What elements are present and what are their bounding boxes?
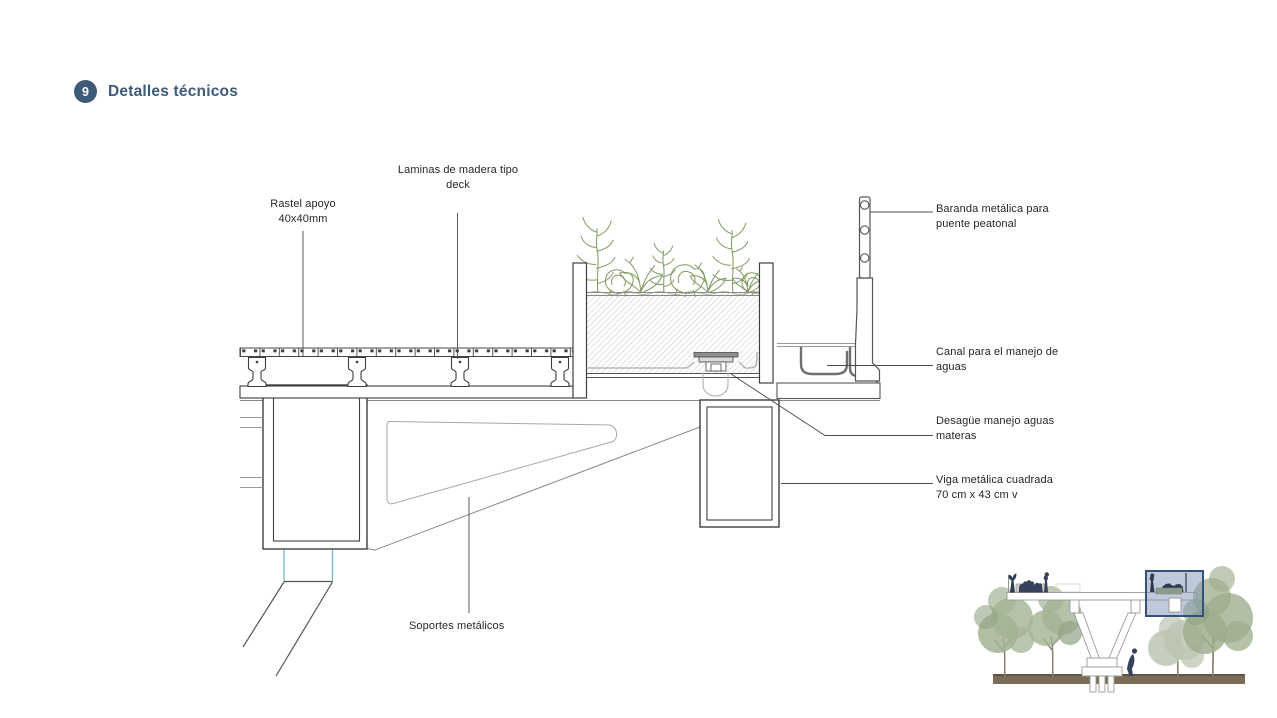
detail-highlight-box (1145, 570, 1204, 617)
leader-desague (730, 373, 933, 436)
left-beam-box (262, 384, 368, 550)
drain-pipe (702, 373, 729, 397)
slide-number: 9 (82, 84, 89, 99)
label-soportes: Soportes metálicos (409, 620, 505, 632)
people-silhouettes (1008, 572, 1138, 676)
right-beam-box (699, 399, 780, 528)
label-viga: Viga metálica cuadrada 70 cm x 43 cm v (936, 474, 1053, 501)
planter (572, 262, 774, 399)
page-title: Detalles técnicos (108, 82, 239, 100)
label-canal: Canal para el manejo de aguas (936, 346, 1059, 373)
railing (854, 196, 881, 382)
label-deck: Laminas de madera tipo deck (397, 164, 519, 191)
leader-lines (302, 211, 933, 613)
walking-figure (1127, 654, 1135, 676)
label-baranda: Baranda metálica para puente peatonal (936, 203, 1049, 230)
lower-strut (242, 549, 334, 677)
slide-number-badge: 9 (74, 80, 97, 103)
deck-plant-silhouette (1008, 573, 1017, 593)
tree-left-1 (974, 587, 1034, 677)
deck-assembly (239, 347, 574, 399)
slide-header: 9 Detalles técnicos (74, 80, 238, 103)
deck-boards (239, 347, 574, 357)
standing-figure (1043, 575, 1048, 593)
break-lines (240, 417, 263, 488)
label-desague: Desagüe manejo aguas materas (936, 415, 1055, 442)
bridge-elevation-thumbnail (974, 566, 1253, 693)
soil-hatch (586, 293, 760, 374)
planter-drain (693, 352, 739, 372)
plants (576, 216, 767, 298)
label-rastel: Rastel apoyo 40x40mm (270, 198, 336, 225)
